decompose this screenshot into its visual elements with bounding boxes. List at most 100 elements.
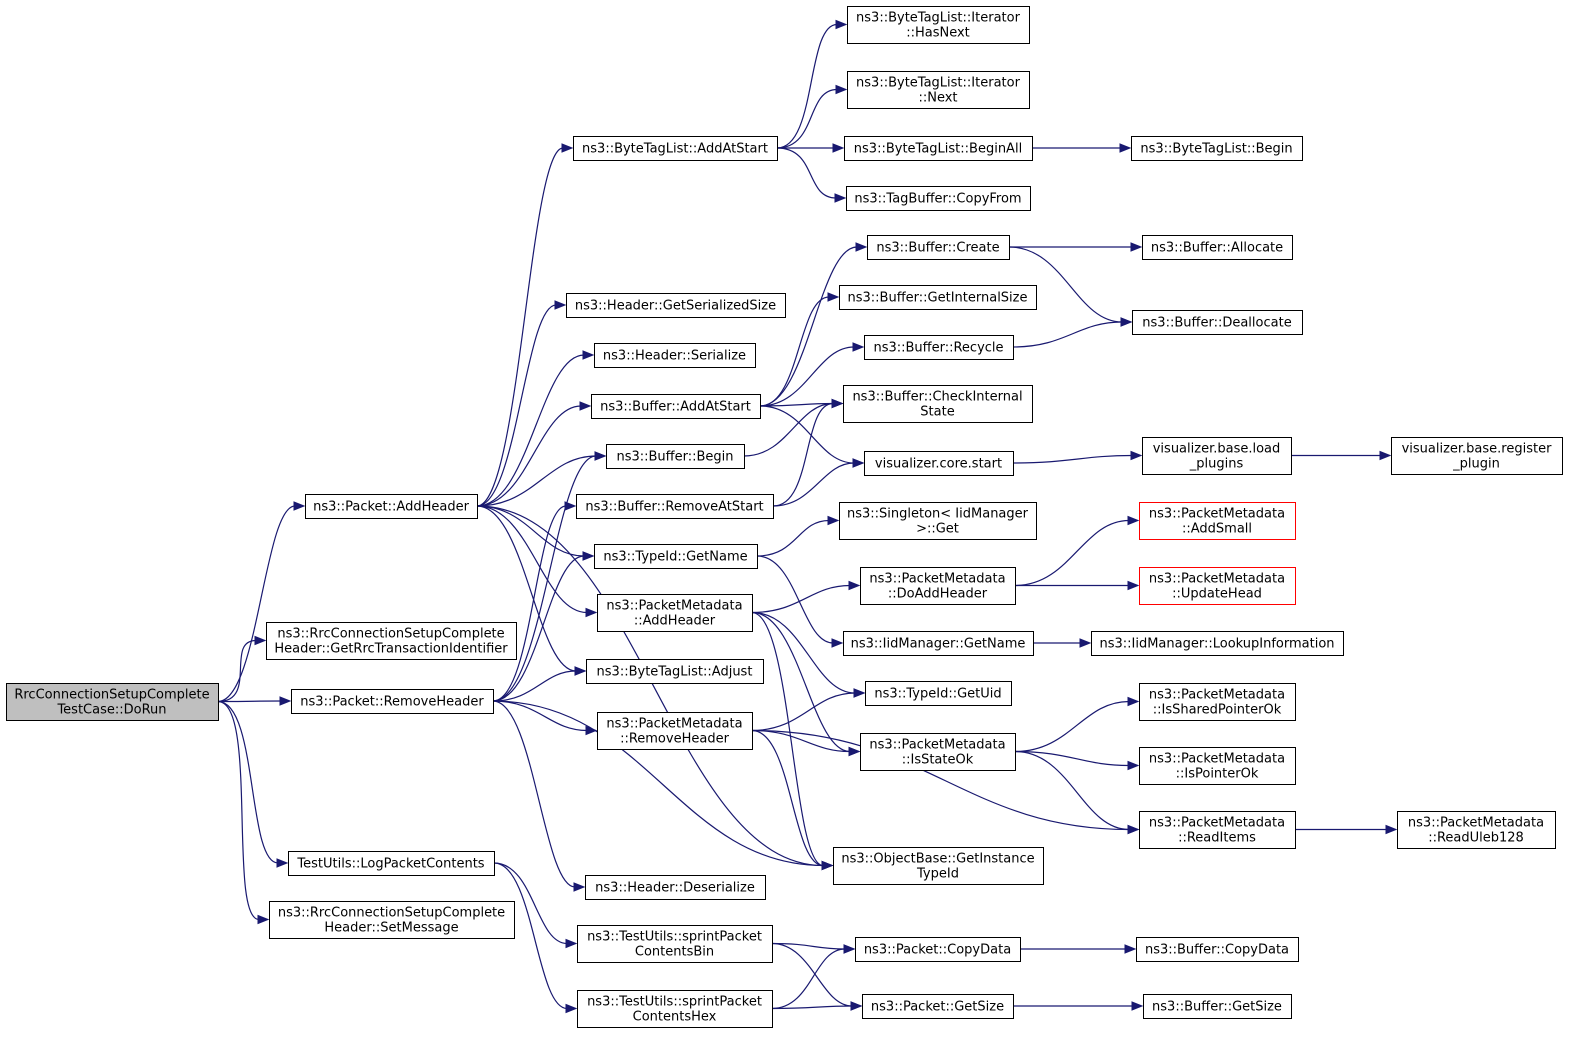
node-box (1091, 631, 1344, 656)
node-box (1136, 937, 1299, 962)
node-box (1139, 567, 1296, 605)
edge-dorun-to-addheader (217, 501, 306, 703)
edge-pm_doaddheader-to-pm_addsmall (1014, 515, 1140, 587)
node-pm_removeheader[interactable]: ns3::PacketMetadata::RemoveHeader (597, 712, 753, 750)
node-box (585, 875, 766, 900)
edge-sprint_hex-to-pkt_getsize (771, 1001, 863, 1011)
node-box (594, 343, 756, 368)
node-it_next[interactable]: ns3::ByteTagList::Iterator::Next (847, 71, 1030, 109)
node-singleton_get[interactable]: ns3::Singleton< IidManager>::Get (839, 502, 1037, 540)
node-btl_beginall[interactable]: ns3::ByteTagList::BeginAll (844, 136, 1033, 161)
node-label: ns3::Packet::RemoveHeader (300, 695, 484, 710)
node-vis_start[interactable]: visualizer.core.start (864, 451, 1014, 476)
node-box (855, 937, 1021, 962)
node-box (597, 712, 753, 750)
node-pm_addheader[interactable]: ns3::PacketMetadata::AddHeader (597, 594, 753, 632)
edge-tid_getname-to-iid_getname (756, 555, 844, 648)
node-setmsg[interactable]: ns3::RrcConnectionSetupCompleteHeader::S… (269, 901, 515, 939)
node-buf_removeatstart[interactable]: ns3::Buffer::RemoveAtStart (576, 494, 774, 519)
node-buf_recycle[interactable]: ns3::Buffer::Recycle (864, 335, 1014, 360)
node-pm_doaddheader[interactable]: ns3::PacketMetadata::DoAddHeader (860, 567, 1016, 605)
node-pm_isptr[interactable]: ns3::PacketMetadata::IsPointerOk (1139, 747, 1296, 785)
node-logpkt[interactable]: TestUtils::LogPacketContents (288, 851, 495, 876)
node-buf_getsize[interactable]: ns3::Buffer::GetSize (1143, 994, 1292, 1019)
edge-sprint_bin-to-pkt_copydata (771, 942, 856, 954)
node-pm_updatehead[interactable]: ns3::PacketMetadata::UpdateHead (1139, 567, 1296, 605)
node-btl_adjust[interactable]: ns3::ByteTagList::Adjust (586, 659, 764, 684)
node-box (860, 733, 1016, 771)
node-box (566, 293, 786, 318)
node-label: RrcConnectionSetupComplete (14, 688, 209, 703)
node-buf_create[interactable]: ns3::Buffer::Create (867, 235, 1010, 260)
node-box (269, 901, 515, 939)
node-buf_allocate[interactable]: ns3::Buffer::Allocate (1142, 235, 1293, 260)
edge-pm_isstateok-to-pm_issharedptr (1014, 696, 1140, 753)
node-label: ::AddSmall (1182, 522, 1252, 537)
node-vis_registerplugin[interactable]: visualizer.base.register_plugin (1391, 437, 1563, 475)
node-iid_getname[interactable]: ns3::IidManager::GetName (843, 631, 1034, 656)
node-buf_addatstart[interactable]: ns3::Buffer::AddAtStart (591, 394, 761, 419)
node-label: ns3::Packet::AddHeader (313, 500, 469, 515)
node-label: ns3::Buffer::Deallocate (1142, 316, 1291, 331)
node-label: ns3::Header::GetSerializedSize (575, 299, 776, 314)
node-addheader[interactable]: ns3::Packet::AddHeader (305, 494, 478, 519)
edge-buf_removeatstart-to-buf_checkinternal (772, 398, 844, 507)
node-buf_begin[interactable]: ns3::Buffer::Begin (606, 444, 745, 469)
edge-pkt_copydata-to-buf_copydata (1020, 944, 1137, 954)
node-pm_issharedptr[interactable]: ns3::PacketMetadata::IsSharedPointerOk (1139, 683, 1296, 721)
node-tagbuf_copyfrom[interactable]: ns3::TagBuffer::CopyFrom (846, 186, 1031, 211)
node-btl_addatstart[interactable]: ns3::ByteTagList::AddAtStart (573, 136, 778, 161)
node-tid_getname[interactable]: ns3::TypeId::GetName (594, 544, 758, 569)
node-label: ns3::TestUtils::sprintPacket (587, 995, 762, 1010)
node-pkt_getsize[interactable]: ns3::Packet::GetSize (862, 994, 1014, 1019)
edge-removeheader-to-buf_removeatstart (492, 501, 577, 702)
node-label: ns3::IidManager::LookupInformation (1099, 637, 1334, 652)
node-label: ns3::Buffer::GetSize (1152, 1000, 1282, 1015)
node-getrrc[interactable]: ns3::RrcConnectionSetupCompleteHeader::G… (266, 622, 517, 660)
node-removeheader[interactable]: ns3::Packet::RemoveHeader (291, 689, 494, 714)
node-box (288, 851, 495, 876)
node-it_hasnext[interactable]: ns3::ByteTagList::Iterator::HasNext (847, 6, 1030, 44)
node-label: ns3::PacketMetadata (1149, 507, 1285, 522)
node-box (291, 689, 494, 714)
node-buf_copydata[interactable]: ns3::Buffer::CopyData (1136, 937, 1299, 962)
node-box (6, 683, 219, 721)
node-pkt_copydata[interactable]: ns3::Packet::CopyData (855, 937, 1021, 962)
node-label: ns3::TypeId::GetName (603, 550, 747, 565)
node-vis_loadplugins[interactable]: visualizer.base.load_plugins (1142, 437, 1292, 475)
node-box (847, 71, 1030, 109)
node-box (862, 994, 1014, 1019)
node-box (847, 6, 1030, 44)
node-hdr_deser[interactable]: ns3::Header::Deserialize (585, 875, 766, 900)
node-pm_isstateok[interactable]: ns3::PacketMetadata::IsStateOk (860, 733, 1016, 771)
node-box (1142, 437, 1292, 475)
node-box (846, 186, 1031, 211)
node-pm_addsmall[interactable]: ns3::PacketMetadata::AddSmall (1139, 502, 1296, 540)
node-btl_begin[interactable]: ns3::ByteTagList::Begin (1131, 136, 1303, 161)
edge-tid_getname-to-singleton_get (756, 515, 840, 557)
edge-btl_addatstart-to-tagbuf_copyfrom (776, 147, 847, 203)
node-dorun[interactable]: RrcConnectionSetupCompleteTestCase::DoRu… (6, 683, 219, 721)
node-label: ::DoAddHeader (888, 587, 988, 602)
node-label: ContentsHex (633, 1010, 717, 1025)
node-pm_readuleb[interactable]: ns3::PacketMetadata::ReadUleb128 (1397, 811, 1556, 849)
node-buf_deallocate[interactable]: ns3::Buffer::Deallocate (1132, 310, 1303, 335)
node-hdr_ser[interactable]: ns3::Header::Serialize (594, 343, 756, 368)
node-label: ns3::ByteTagList::Adjust (597, 665, 753, 680)
node-label: ns3::RrcConnectionSetupComplete (277, 627, 504, 642)
edge-buf_addatstart-to-buf_getinternal (759, 292, 840, 407)
node-label: Header::SetMessage (324, 921, 458, 936)
node-label: >::Get (916, 522, 959, 537)
node-buf_getinternal[interactable]: ns3::Buffer::GetInternalSize (839, 285, 1037, 310)
edge-pm_removeheader-to-tid_getuid (751, 688, 866, 732)
node-pm_readitems[interactable]: ns3::PacketMetadata::ReadItems (1139, 811, 1296, 849)
node-tid_getuid[interactable]: ns3::TypeId::GetUid (865, 681, 1012, 706)
node-hdr_getser[interactable]: ns3::Header::GetSerializedSize (566, 293, 786, 318)
node-iid_lookup[interactable]: ns3::IidManager::LookupInformation (1091, 631, 1344, 656)
node-box (576, 494, 774, 519)
edge-pm_isstateok-to-pm_isptr (1014, 750, 1140, 771)
